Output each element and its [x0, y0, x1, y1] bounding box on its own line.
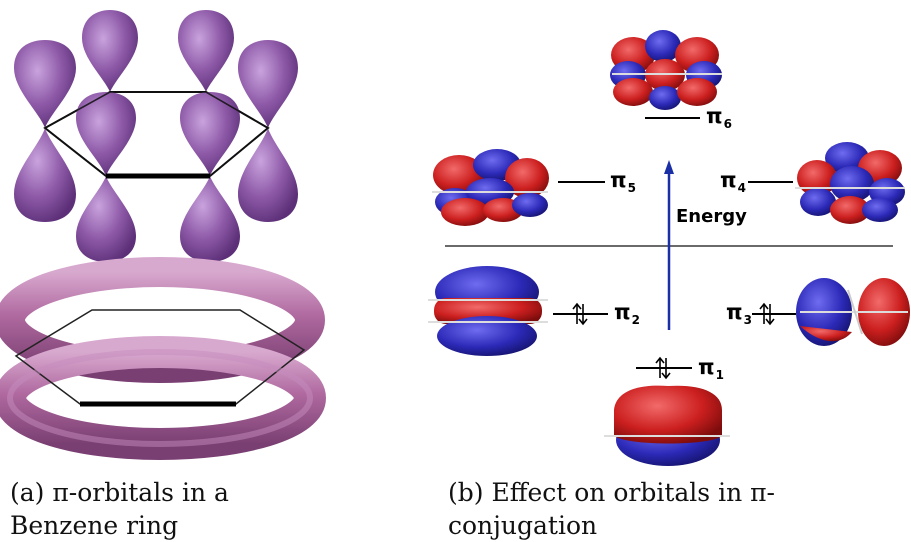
- p-orbital-lobe: [14, 40, 76, 128]
- pi6-subscript: 6: [723, 117, 732, 131]
- electron-pair-pi2: [572, 302, 588, 326]
- p-orbital-lobe: [14, 128, 76, 222]
- p-orbital-lobe: [178, 10, 234, 92]
- pi5-symbol: π: [610, 168, 627, 192]
- electron-pair-pi1: [655, 356, 671, 380]
- orbital-pi1: [604, 385, 730, 466]
- label-pi2: π2: [614, 300, 640, 327]
- pi3-subscript: 3: [743, 313, 752, 327]
- p-orbital-lobe: [76, 92, 136, 176]
- label-pi5: π5: [610, 168, 636, 195]
- pi4-symbol: π: [720, 168, 737, 192]
- pi2-subscript: 2: [631, 313, 640, 327]
- orbital-pi3: [796, 278, 910, 346]
- energy-label: Energy: [676, 206, 747, 227]
- label-pi4: π4: [720, 168, 746, 195]
- pi6-symbol: π: [706, 104, 723, 128]
- pi2-symbol: π: [614, 300, 631, 324]
- caption-a: (a) π-orbitals in a Benzene ring: [10, 478, 229, 540]
- orbital-pi2: [428, 266, 548, 356]
- label-pi1: π1: [698, 355, 724, 382]
- orbital-pi4: [795, 142, 905, 224]
- caption-b: (b) Effect on orbitals in π-conjugation: [448, 478, 776, 540]
- pi1-symbol: π: [698, 355, 715, 379]
- orbital-pi6: [610, 30, 722, 110]
- benzene-p-orbitals: [14, 10, 298, 262]
- pi5-subscript: 5: [627, 181, 636, 195]
- energy-arrow-head: [664, 160, 674, 174]
- p-orbital-lobe: [238, 128, 298, 222]
- p-orbital-lobe: [180, 176, 240, 262]
- benzene-pi-cloud-tori: [0, 257, 326, 460]
- p-orbital-lobe: [238, 40, 298, 128]
- pi1-subscript: 1: [715, 368, 724, 382]
- mo-energy-diagram: [428, 30, 910, 466]
- orbital-pi5: [432, 149, 549, 226]
- electron-pair-pi3: [759, 302, 775, 326]
- p-orbital-lobe: [82, 10, 138, 92]
- p-orbital-lobe: [76, 176, 136, 262]
- pi4-subscript: 4: [737, 181, 746, 195]
- label-pi3: π3: [726, 300, 752, 327]
- label-pi6: π6: [706, 104, 732, 131]
- p-orbital-lobe: [180, 92, 240, 176]
- pi3-symbol: π: [726, 300, 743, 324]
